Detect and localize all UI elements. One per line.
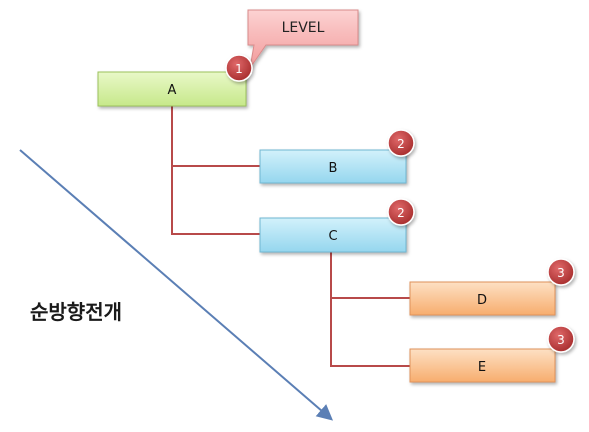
node-d-label: D [477, 293, 487, 308]
node-c-label: C [328, 229, 337, 244]
level-badge-d: 3 [547, 258, 575, 286]
node-a: A [97, 71, 247, 107]
level-badge-c-text: 2 [397, 206, 405, 220]
level-callout-label: LEVEL [282, 20, 325, 36]
tree-connectors [171, 106, 410, 367]
level-badge-a-text: 1 [235, 62, 243, 76]
level-badge-d-text: 3 [557, 266, 565, 280]
node-b: B [259, 149, 407, 184]
forward-direction-arrow [19, 149, 334, 421]
level-badge-a: 1 [225, 54, 253, 82]
level-badge-c: 2 [387, 198, 415, 226]
level-badge-e: 3 [547, 325, 575, 353]
level-badge-e-text: 3 [557, 333, 565, 347]
connector-a-c [171, 106, 260, 235]
node-d: D [409, 281, 556, 316]
level-callout [247, 9, 359, 69]
node-b-label: B [329, 161, 338, 176]
node-e: E [409, 348, 556, 383]
node-c: C [259, 217, 407, 253]
node-e-label: E [478, 360, 486, 375]
level-badge-b: 2 [387, 129, 415, 157]
connector-c-e [330, 252, 410, 367]
node-a-label: A [168, 83, 177, 98]
forward-expansion-caption: 순방향전개 [30, 300, 122, 324]
level-badge-b-text: 2 [397, 137, 405, 151]
